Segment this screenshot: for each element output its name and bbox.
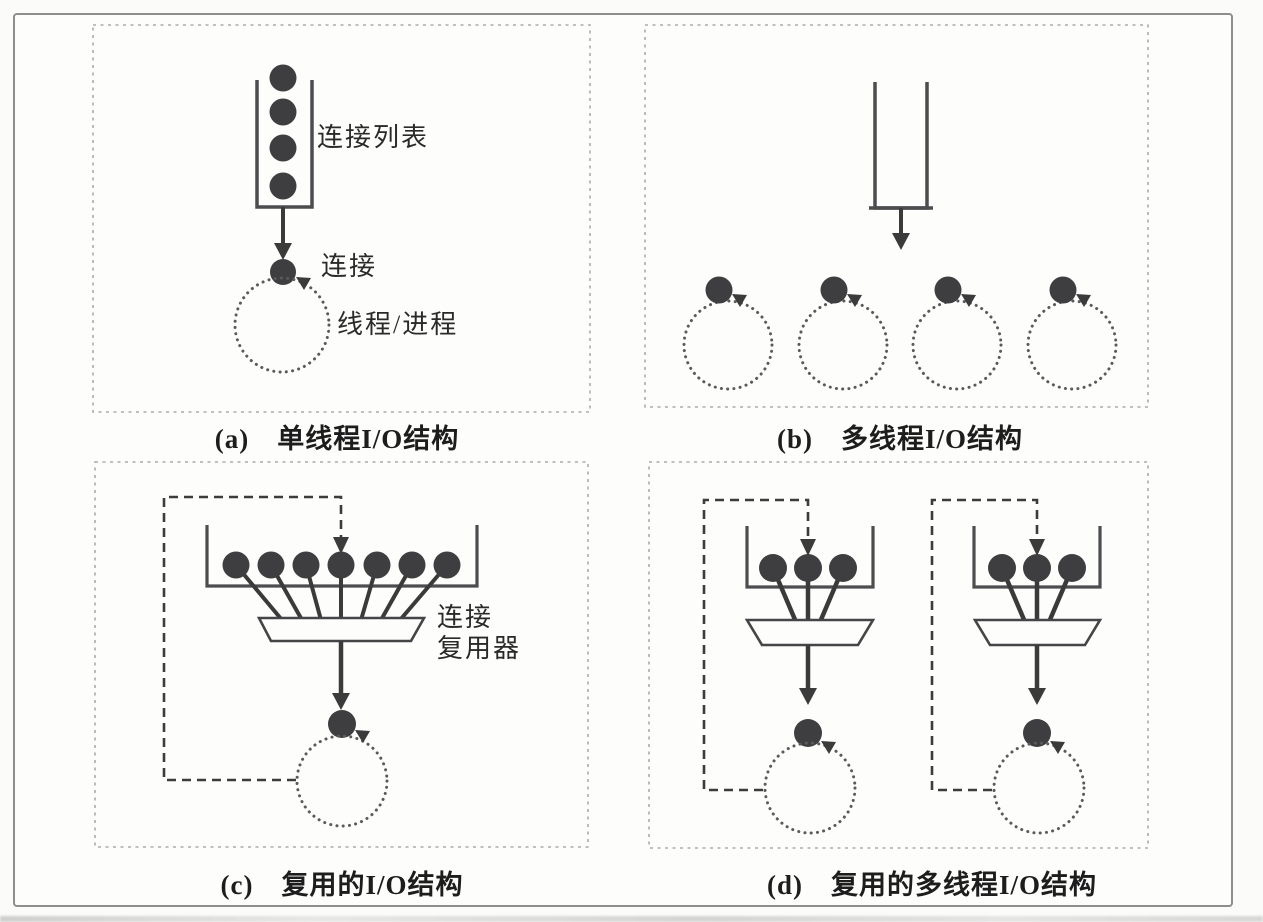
caption-panel-a: (a) 单线程I/O结构 bbox=[214, 424, 460, 454]
feedback-arrowhead bbox=[1029, 539, 1045, 556]
connection-dot bbox=[829, 554, 857, 582]
feedback-arrowhead bbox=[333, 537, 349, 554]
active-connection-dot bbox=[1049, 276, 1077, 304]
loop-arrowhead bbox=[961, 294, 976, 307]
active-connection-dot bbox=[328, 710, 356, 738]
connection-dot bbox=[327, 551, 355, 579]
panel-b-diagram bbox=[682, 82, 1118, 391]
label-connection-multiplexer-line2: 复用器 bbox=[437, 634, 522, 663]
loop-arrowhead bbox=[732, 294, 747, 307]
connection-dot bbox=[257, 551, 285, 579]
mux-output-arrowhead bbox=[1028, 688, 1046, 705]
label-connection-list: 连接列表 bbox=[317, 123, 430, 152]
thread-loop-circle bbox=[763, 741, 857, 835]
feedback-loop-dashed bbox=[162, 495, 343, 782]
panel-d-diagram bbox=[702, 498, 1103, 835]
active-connection-dot bbox=[934, 276, 962, 304]
connection-dot bbox=[269, 64, 297, 92]
mux-thread-unit bbox=[930, 498, 1103, 835]
dispatch-arrowhead bbox=[274, 243, 292, 260]
thread-loop-unit bbox=[682, 276, 774, 391]
panel-b-border bbox=[644, 24, 1149, 408]
connection-dot bbox=[269, 98, 297, 126]
thread-loop-circle bbox=[682, 299, 774, 391]
loop-arrowhead bbox=[847, 294, 862, 307]
multiplexer-trapezoid bbox=[744, 618, 876, 647]
active-connection-dot bbox=[820, 276, 848, 304]
panel-c-border bbox=[94, 461, 589, 848]
thread-loop-unit bbox=[911, 276, 1003, 391]
panel-a-border bbox=[92, 24, 591, 413]
loop-arrowhead bbox=[355, 730, 370, 743]
label-connection: 连接 bbox=[321, 252, 378, 281]
connection-dot bbox=[988, 554, 1016, 582]
connection-queue-container bbox=[873, 82, 929, 210]
thread-loop-circle bbox=[911, 299, 1003, 391]
feedback-loop-dashed bbox=[702, 498, 810, 792]
panel-c-diagram bbox=[162, 495, 479, 828]
thread-loop-unit bbox=[797, 276, 889, 391]
thread-loop-circle bbox=[233, 276, 331, 374]
panel-a-diagram bbox=[233, 64, 331, 374]
thread-loop-circle bbox=[295, 734, 389, 828]
scan-artifact bbox=[0, 916, 1263, 922]
feedback-loop-dashed bbox=[930, 498, 1039, 792]
connection-dot bbox=[292, 551, 320, 579]
active-connection-dot bbox=[705, 276, 733, 304]
loop-arrowhead bbox=[1076, 294, 1091, 307]
loop-arrowhead bbox=[1050, 741, 1065, 754]
loop-arrowhead bbox=[821, 741, 836, 754]
thread-loop-circle bbox=[797, 299, 889, 391]
connection-dot bbox=[269, 134, 297, 162]
connection-dot bbox=[1023, 554, 1051, 582]
thread-loop-circle bbox=[1026, 299, 1118, 391]
multiplexer-trapezoid bbox=[256, 616, 427, 643]
mux-thread-unit bbox=[702, 498, 876, 835]
connection-dot bbox=[269, 172, 297, 200]
label-thread-process: 线程/进程 bbox=[337, 310, 459, 339]
caption-panel-c: (c) 复用的I/O结构 bbox=[220, 870, 464, 900]
dispatch-arrowhead bbox=[892, 233, 910, 250]
active-connection-dot bbox=[1023, 719, 1051, 747]
panel-d-border bbox=[648, 461, 1149, 849]
connection-dot bbox=[794, 554, 822, 582]
loop-arrowhead bbox=[296, 277, 311, 290]
caption-panel-b: (b) 多线程I/O结构 bbox=[776, 424, 1024, 454]
connection-dot bbox=[363, 551, 391, 579]
mux-output-arrowhead bbox=[332, 693, 350, 710]
connection-dot bbox=[433, 551, 461, 579]
connection-dot bbox=[222, 551, 250, 579]
thread-loop-circle bbox=[992, 741, 1086, 835]
thread-loop-unit bbox=[1026, 276, 1118, 391]
multiplexer-trapezoid bbox=[972, 618, 1103, 647]
caption-panel-d: (d) 复用的多线程I/O结构 bbox=[766, 870, 1098, 900]
mux-output-arrowhead bbox=[799, 688, 817, 705]
feedback-arrowhead bbox=[800, 539, 816, 556]
label-connection-multiplexer-line1: 连接 bbox=[437, 603, 494, 632]
connection-dot bbox=[759, 554, 787, 582]
figure-frame bbox=[13, 13, 1233, 907]
active-connection-dot bbox=[794, 719, 822, 747]
connection-dot bbox=[398, 551, 426, 579]
active-connection-dot bbox=[270, 259, 296, 285]
connection-dot bbox=[1058, 554, 1086, 582]
